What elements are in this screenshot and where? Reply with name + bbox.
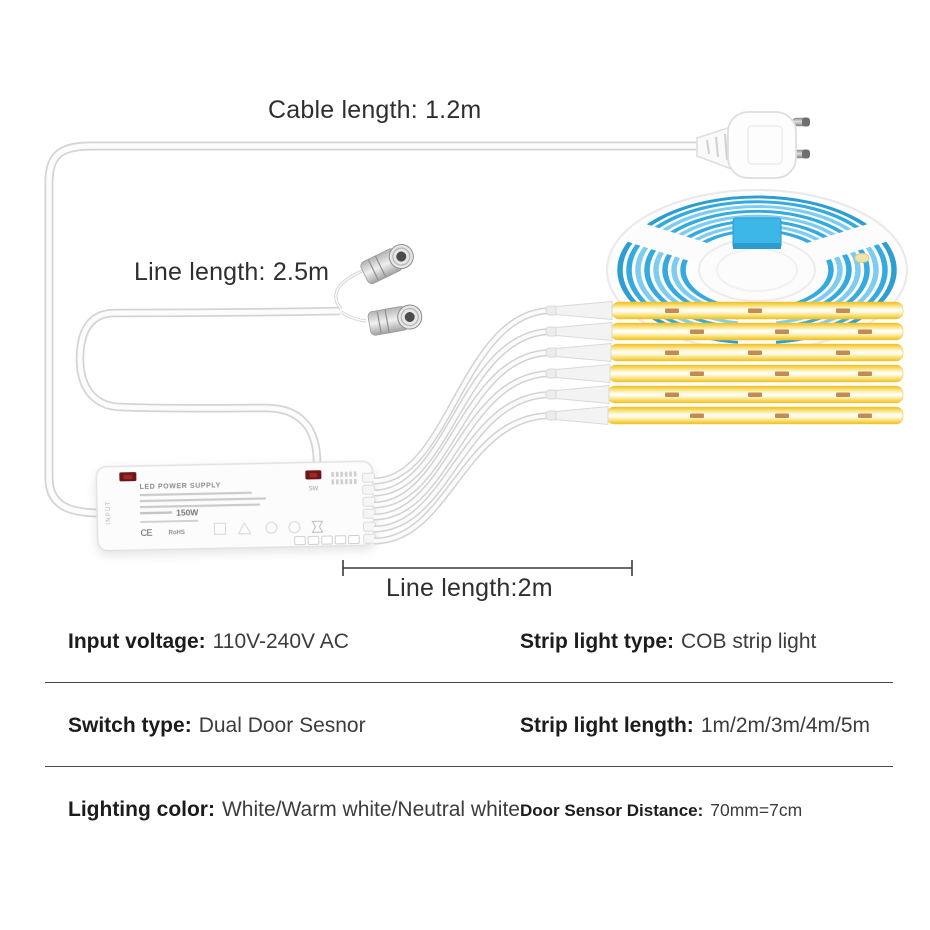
spec-label: Lighting color: — [68, 798, 215, 821]
spec-lighting-color: Lighting color: White/Warm white/Neutral … — [68, 798, 520, 822]
power-supply-unit: INPUT LED POWER SUPPLY 150W CE RoHS SW — [95, 460, 377, 552]
divider — [45, 682, 893, 683]
door-sensor-2 — [367, 304, 423, 336]
spec-strip-type: Strip light type: COB strip light — [520, 630, 816, 654]
spec-value: 70mm=7cm — [710, 800, 803, 820]
door-sensor-1 — [360, 244, 414, 285]
reel-strip-tab — [732, 217, 782, 249]
strip-solder-pads — [665, 308, 872, 418]
spec-row-voltage-type: Input voltage: 110V-240V AC Strip light t… — [0, 630, 930, 670]
spec-label: Input voltage: — [68, 630, 206, 653]
spec-value: 1m/2m/3m/4m/5m — [700, 714, 871, 737]
spec-value: Dual Door Sesnor — [198, 714, 366, 737]
spec-input-voltage: Input voltage: 110V-240V AC — [68, 630, 349, 654]
spec-sensor-distance: Door Sensor Distance: 70mm=7cm — [520, 798, 802, 822]
psu-power-rating: 150W — [176, 507, 199, 517]
reel-hole — [854, 253, 870, 263]
led-strip-stack — [545, 300, 904, 426]
psu-input-label: INPUT — [106, 501, 113, 525]
strip-connectors — [545, 300, 613, 426]
spec-label: Strip light type: — [520, 630, 674, 653]
psu-switch-label: SW — [309, 486, 319, 492]
strip-line-length-label: Line length:2m — [386, 574, 553, 602]
sensor-line-length-label: Line length: 2.5m — [134, 258, 330, 286]
psu-cert-icons — [213, 520, 324, 535]
spec-value: 110V-240V AC — [212, 630, 349, 653]
measure-bracket — [342, 560, 633, 576]
spec-row-switch-length: Switch type: Dual Door Sesnor Strip light… — [0, 714, 930, 754]
ce-mark: CE — [140, 528, 152, 538]
power-cable — [44, 141, 700, 518]
spec-row-color-distance: Lighting color: White/Warm white/Neutral … — [0, 798, 930, 838]
psu-bottom-ports — [294, 534, 360, 546]
spec-label: Door Sensor Distance: — [520, 801, 704, 820]
spec-switch-type: Switch type: Dual Door Sesnor — [68, 714, 366, 738]
spec-label: Strip light length: — [520, 714, 694, 737]
psu-title: LED POWER SUPPLY — [140, 482, 221, 491]
spec-value: White/Warm white/Neutral white — [221, 798, 520, 821]
divider — [45, 766, 893, 767]
spec-strip-length: Strip light length: 1m/2m/3m/4m/5m — [520, 714, 870, 738]
spec-label: Switch type: — [68, 714, 192, 737]
cable-length-label: Cable length: 1.2m — [268, 96, 482, 124]
spec-value: COB strip light — [681, 630, 817, 653]
plug-pin-tip — [802, 117, 810, 127]
psu-vents — [331, 471, 357, 485]
rohs-mark: RoHS — [168, 530, 184, 536]
output-wires — [373, 307, 553, 545]
eu-plug — [696, 111, 810, 179]
sensor-cable — [75, 269, 367, 463]
